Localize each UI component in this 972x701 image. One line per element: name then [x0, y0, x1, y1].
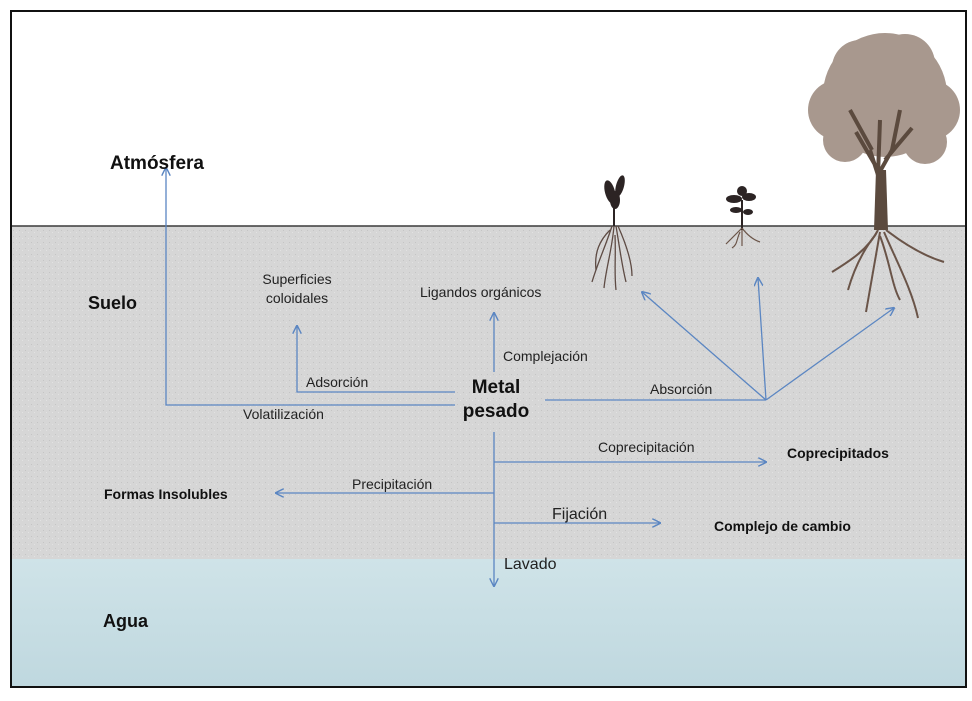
leaching-label: Lavado — [504, 556, 557, 573]
exchange-complex-label: Complejo de cambio — [714, 518, 851, 534]
fixation-label: Fijación — [552, 506, 607, 523]
precipitation-label: Precipitación — [352, 476, 432, 492]
colloidal-surfaces-label-2: coloidales — [266, 290, 328, 306]
coprecipitation-label: Coprecipitación — [598, 439, 695, 455]
coprecipitates-label: Coprecipitados — [787, 445, 889, 461]
complexation-label: Complejación — [503, 348, 588, 364]
volatilization-label: Volatilización — [243, 406, 324, 422]
water-label: Agua — [103, 611, 149, 631]
water-layer — [12, 559, 965, 686]
absorption-label: Absorción — [650, 381, 712, 397]
soil-label: Suelo — [88, 293, 137, 313]
adsorption-label: Adsorción — [306, 374, 368, 390]
insoluble-forms-label: Formas Insolubles — [104, 486, 228, 502]
atmosphere-label: Atmósfera — [110, 153, 204, 174]
heavy-metal-label-line2: pesado — [463, 401, 530, 422]
colloidal-surfaces-label-1: Superficies — [262, 271, 331, 287]
heavy-metal-label-line1: Metal — [472, 377, 521, 398]
organic-ligands-label: Ligandos orgánicos — [420, 284, 541, 300]
